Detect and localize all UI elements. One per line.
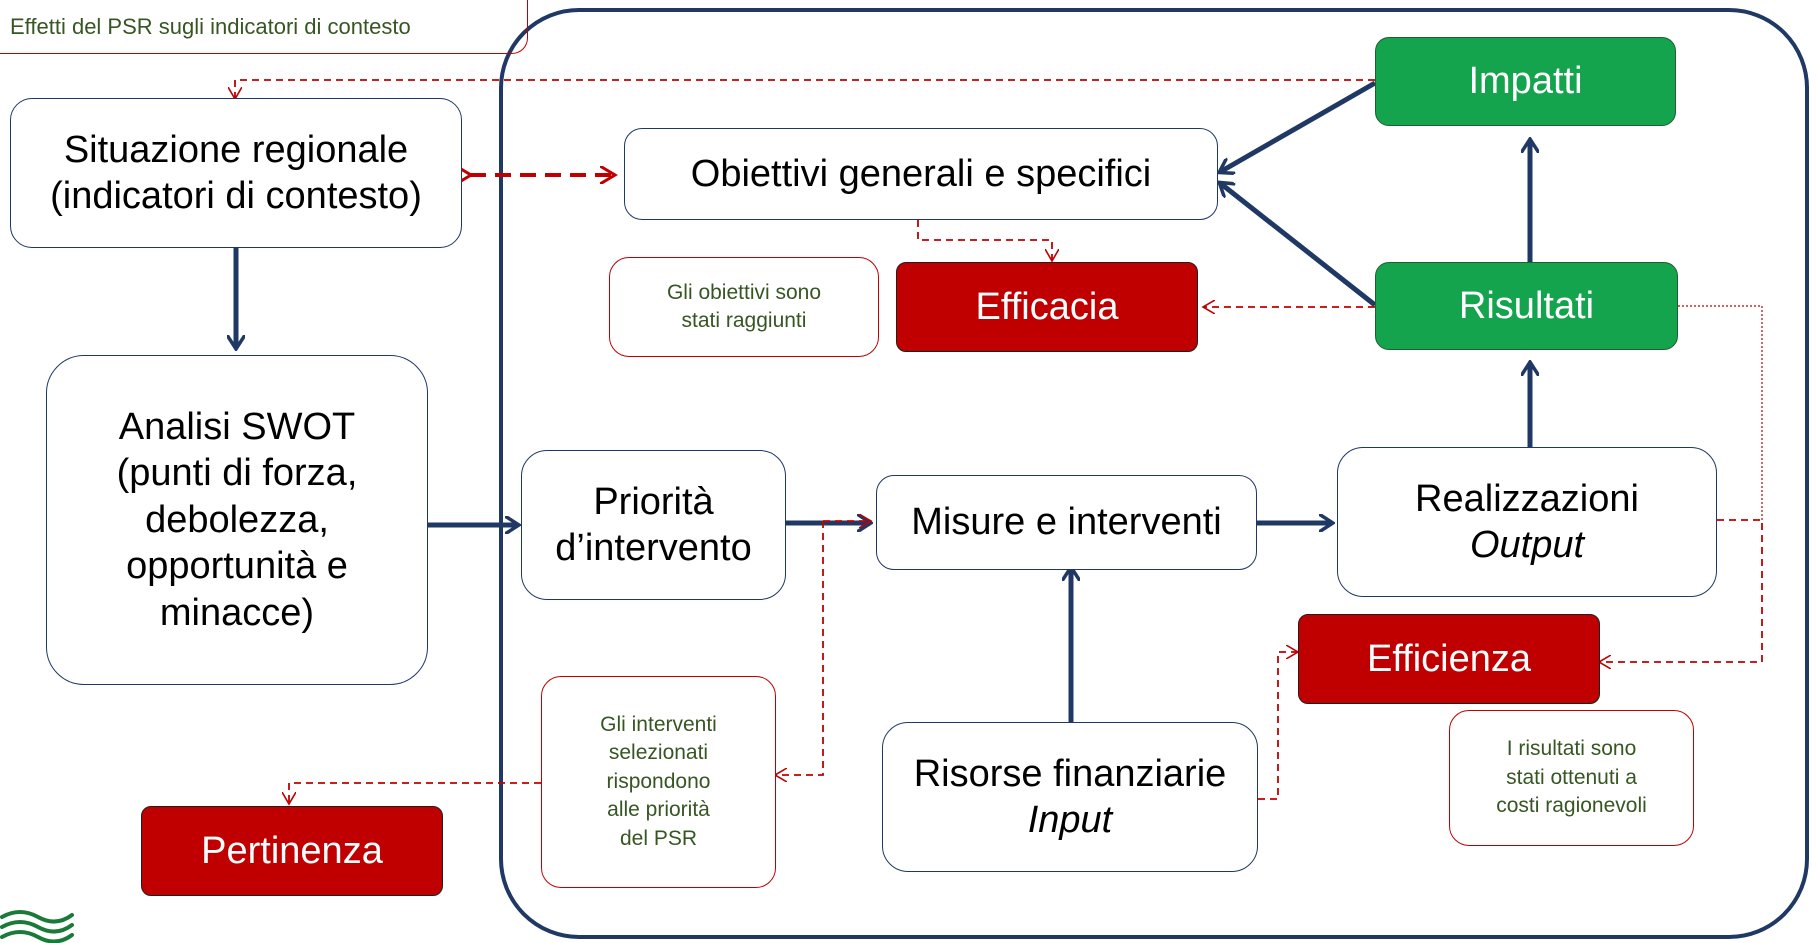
red-dashed-connectors (235, 79, 1763, 803)
efficiency-note-line2: stati ottenuti a (1506, 765, 1637, 789)
measures-label: Misure e interventi (911, 501, 1222, 544)
objectives-label: Obiettivi generali e specifici (690, 152, 1152, 195)
relevance-note: Gli interventi selezionati rispondono al… (541, 676, 776, 888)
resources-line2: Input (1027, 799, 1113, 841)
financial-resources-box: Risorse finanziarie Input (882, 722, 1258, 872)
swot-analysis-box: Analisi SWOT (punti di forza, debolezza,… (46, 355, 428, 685)
navy-connectors (236, 80, 1530, 722)
measures-box: Misure e interventi (876, 475, 1257, 570)
outputs-box: Realizzazioni Output (1337, 447, 1717, 597)
priorities-line1: Priorità (593, 480, 714, 523)
relevance-box: Pertinenza (141, 806, 443, 896)
relevance-note-line3: rispondono (606, 769, 711, 793)
efficiency-box: Efficienza (1298, 614, 1600, 704)
priorities-box: Priorità d’intervento (521, 450, 786, 600)
resources-line1: Risorse finanziarie (913, 752, 1227, 795)
swot-line2: (punti di forza, (116, 452, 358, 495)
impacts-box: Impatti (1375, 37, 1676, 126)
efficiency-label: Efficienza (1366, 637, 1532, 680)
effectiveness-box: Efficacia (896, 262, 1198, 352)
efficiency-note-line1: I risultati sono (1506, 737, 1637, 761)
relevance-label: Pertinenza (201, 829, 383, 872)
effectiveness-note-line1: Gli obiettivi sono (666, 280, 822, 304)
regional-situation-line1: Situazione regionale (63, 128, 409, 171)
priorities-line2: d’intervento (555, 527, 752, 569)
outputs-line1: Realizzazioni (1415, 477, 1639, 520)
swot-line3: debolezza, (145, 498, 329, 541)
swot-line4: opportunità e (126, 545, 348, 588)
regional-situation-line2: (indicatori di contesto) (50, 175, 422, 217)
results-box: Risultati (1375, 262, 1678, 350)
context-effects-note: Effetti del PSR sugli indicatori di cont… (0, 0, 528, 54)
swot-line1: Analisi SWOT (118, 406, 356, 449)
relevance-note-line1: Gli interventi (600, 713, 717, 737)
outputs-line2: Output (1469, 524, 1585, 566)
relevance-note-line2: selezionati (608, 741, 709, 765)
efficiency-thin-link (1678, 305, 1763, 520)
efficiency-note: I risultati sono stati ottenuti a costi … (1449, 710, 1694, 846)
logo-icon (0, 910, 74, 943)
effectiveness-label: Efficacia (975, 285, 1119, 328)
relevance-note-line5: del PSR (619, 826, 698, 850)
effectiveness-note-line2: stati raggiunti (681, 309, 807, 332)
impacts-label: Impatti (1468, 60, 1583, 103)
regional-situation-box: Situazione regionale (indicatori di cont… (10, 98, 462, 248)
efficiency-note-line3: costi ragionevoli (1496, 794, 1647, 818)
relevance-note-line4: alle priorità (607, 798, 710, 822)
objectives-box: Obiettivi generali e specifici (624, 128, 1218, 220)
psr-program-frame (499, 8, 1809, 939)
results-label: Risultati (1458, 284, 1595, 327)
swot-line5: minacce) (159, 591, 315, 634)
effectiveness-note: Gli obiettivi sono stati raggiunti (609, 257, 879, 357)
